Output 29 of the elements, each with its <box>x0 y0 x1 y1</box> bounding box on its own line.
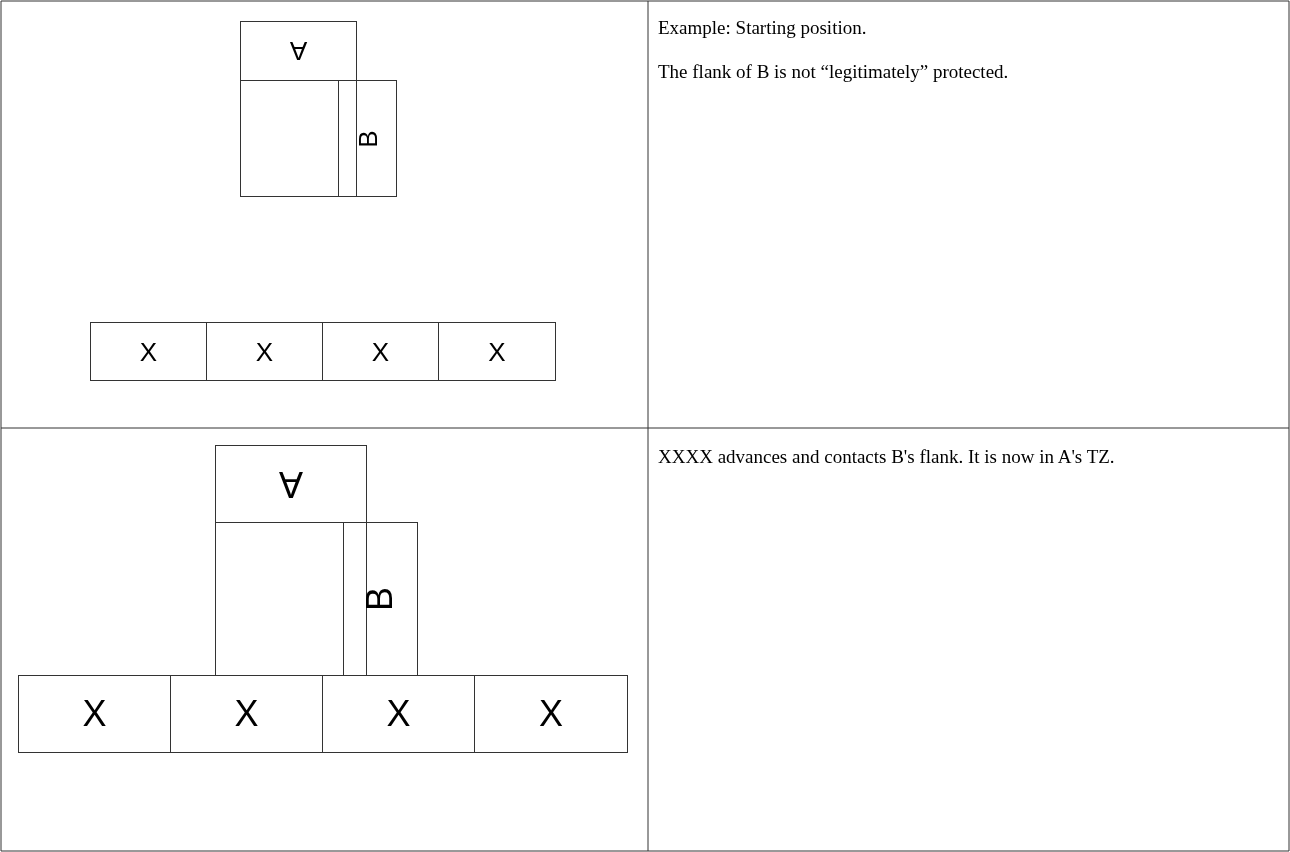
unit-block <box>170 675 323 753</box>
unit-letter: X <box>371 338 390 365</box>
unit-letter: X <box>488 338 506 365</box>
unit-block <box>338 80 397 197</box>
unit-letter: X <box>539 696 563 732</box>
unit-letter: B <box>354 129 381 148</box>
unit-block <box>343 522 418 676</box>
unit-letter: X <box>255 338 274 365</box>
unit-letter: X <box>234 696 259 732</box>
description-text: Example: Starting position. <box>658 16 868 40</box>
unit-block <box>474 675 628 753</box>
unit-letter: A <box>279 466 303 502</box>
unit-letter: B <box>362 587 399 611</box>
description-text: The flank of B is not “legitimately” protected. <box>658 60 1010 84</box>
unit-block <box>215 445 367 523</box>
unit-letter: X <box>386 696 411 732</box>
unit-block <box>322 322 439 381</box>
unit-letter: X <box>139 338 158 365</box>
unit-letter: A <box>289 38 308 64</box>
unit-block <box>322 675 475 753</box>
description-text: XXXX advances and contacts B's flank. It is now in A's TZ. <box>658 445 1116 469</box>
unit-block <box>90 322 207 381</box>
empty-block <box>215 522 367 676</box>
unit-letter: X <box>82 696 107 732</box>
unit-block <box>206 322 323 381</box>
empty-block <box>240 80 357 197</box>
unit-block <box>18 675 171 753</box>
unit-block <box>240 21 357 81</box>
unit-block <box>438 322 556 381</box>
